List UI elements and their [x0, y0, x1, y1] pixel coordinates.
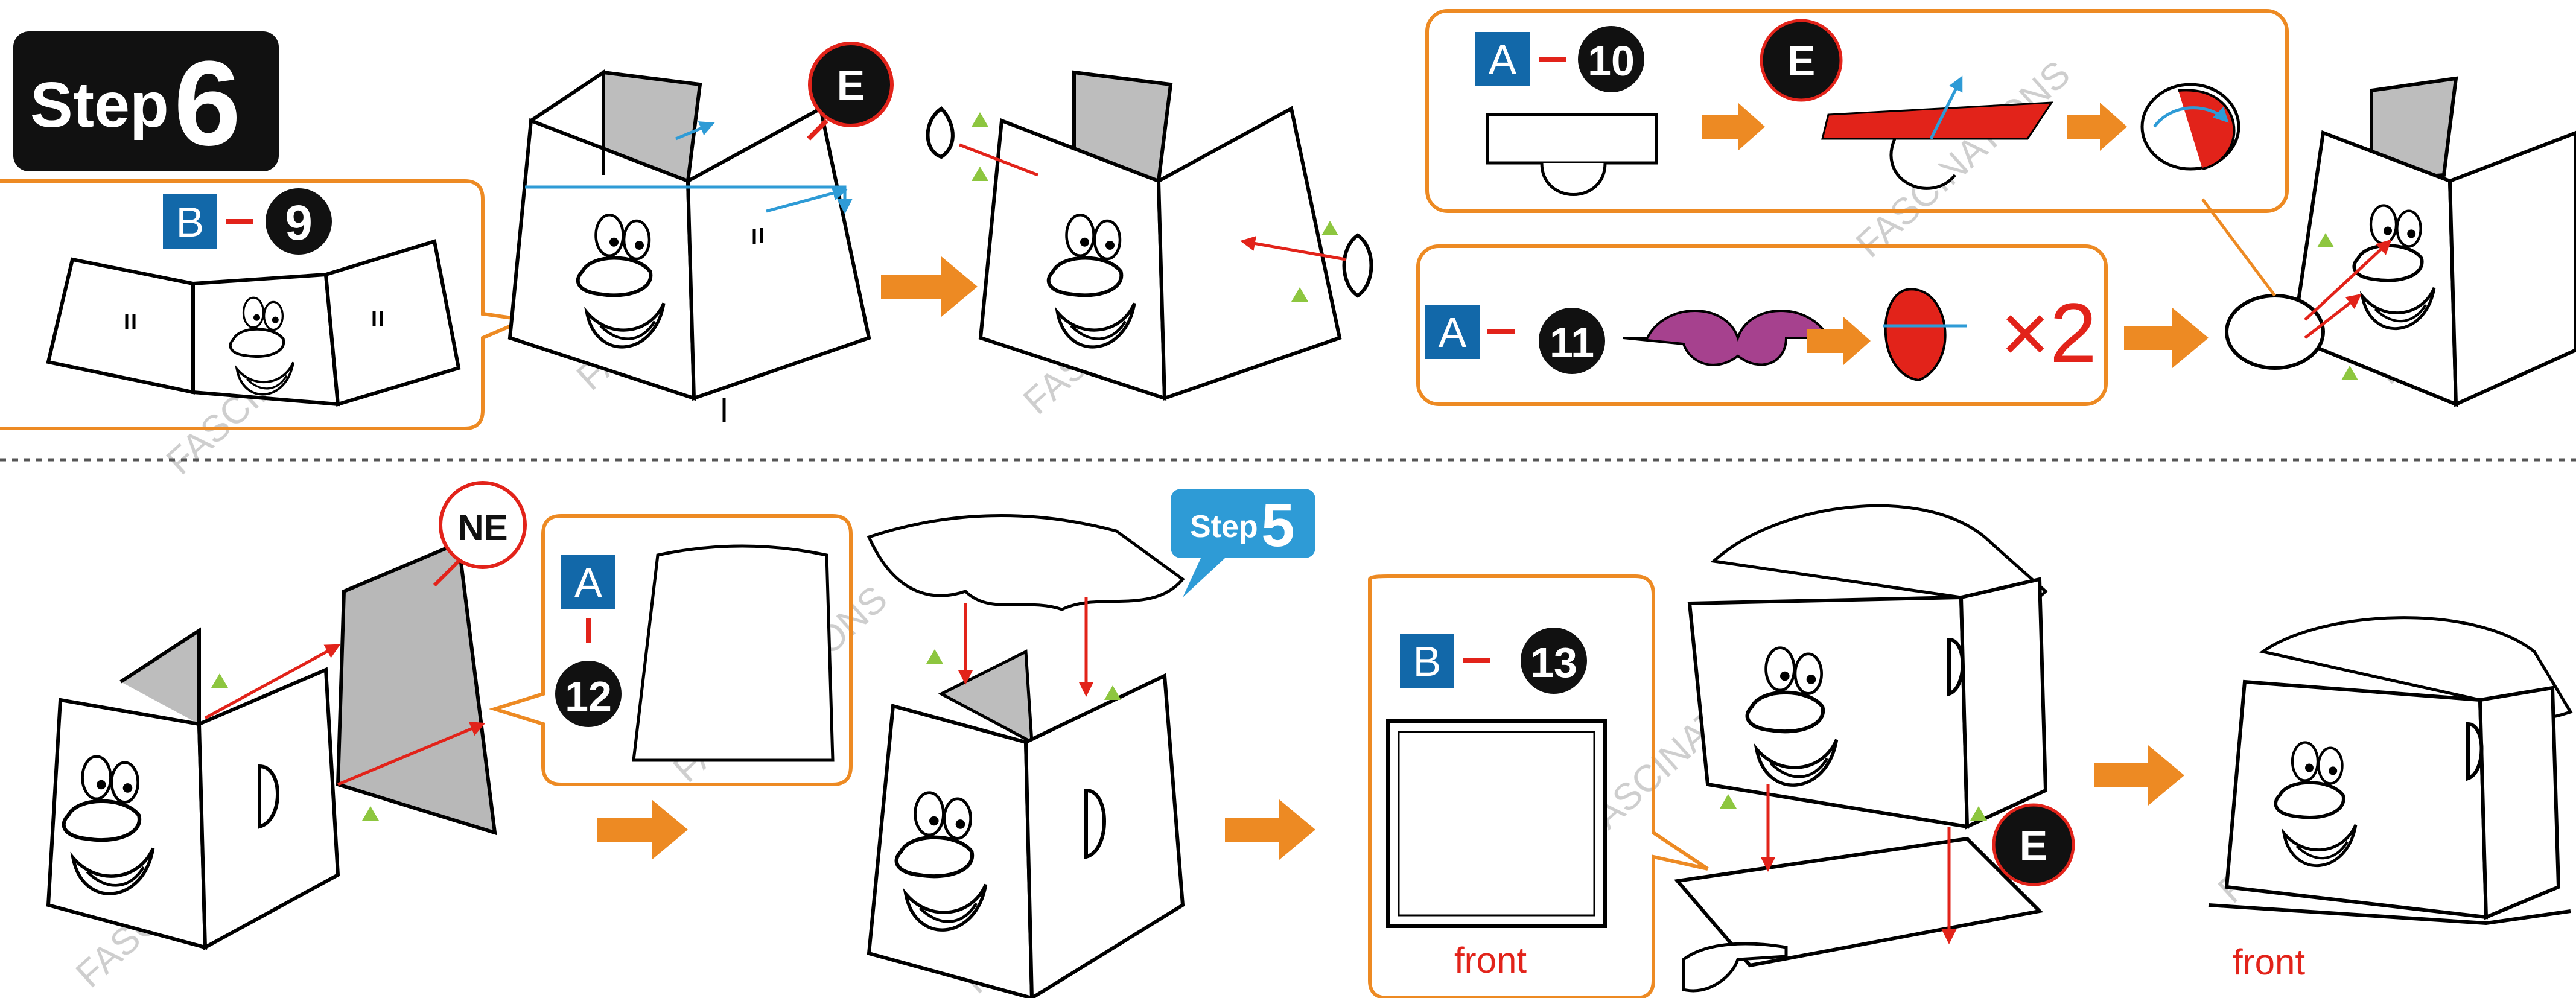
step-word: Step	[30, 69, 169, 141]
folded-box-1: E	[510, 43, 892, 422]
folded-box-2	[928, 72, 1372, 398]
folded-box-3	[2202, 78, 2576, 404]
callout-word: Step	[1190, 509, 1258, 544]
sheet-letter: A	[1489, 36, 1517, 83]
folded-box-4: NE	[48, 483, 525, 947]
flow-arrow	[2094, 745, 2184, 806]
flow-arrow	[597, 799, 688, 860]
badge-letter: NE	[457, 507, 507, 548]
final-assembly: front	[2209, 618, 2571, 982]
badge-letter: E	[837, 62, 865, 109]
panel-b9: B 9	[0, 181, 525, 428]
front-caption: front	[1454, 940, 1527, 981]
sheet-letter: A	[1439, 309, 1467, 356]
folded-box-5: Step 5	[869, 489, 1315, 998]
sheet-letter: A	[574, 559, 603, 606]
panel-a10: A 10 E	[1427, 11, 2287, 211]
part-number: 11	[1550, 319, 1594, 366]
part-number: 12	[565, 673, 612, 720]
part-number: 9	[285, 195, 313, 250]
step-number: 6	[174, 36, 241, 171]
callout-number: 5	[1261, 492, 1295, 559]
badge-letter: E	[2020, 822, 2048, 869]
flow-arrow	[2124, 308, 2209, 368]
step-badge: Step 6	[13, 31, 279, 171]
badge-letter: E	[1787, 37, 1816, 84]
quantity-label: ×2	[2000, 285, 2097, 380]
watermark: FASCINATIONS	[1848, 53, 2078, 265]
panel-a12: A 12	[495, 516, 851, 784]
sheet-letter: B	[1413, 638, 1442, 685]
flow-arrow	[1225, 799, 1315, 860]
sheet-letter: B	[176, 199, 205, 246]
folded-box-6: E	[1678, 506, 2073, 991]
panel-a11: A 11 ×2	[1418, 246, 2106, 404]
flow-arrow	[881, 256, 978, 317]
part-number: 13	[1530, 639, 1577, 686]
pointing-hand-icon	[1684, 944, 1786, 991]
front-caption: front	[2233, 942, 2305, 982]
part-number: 10	[1588, 37, 1635, 84]
